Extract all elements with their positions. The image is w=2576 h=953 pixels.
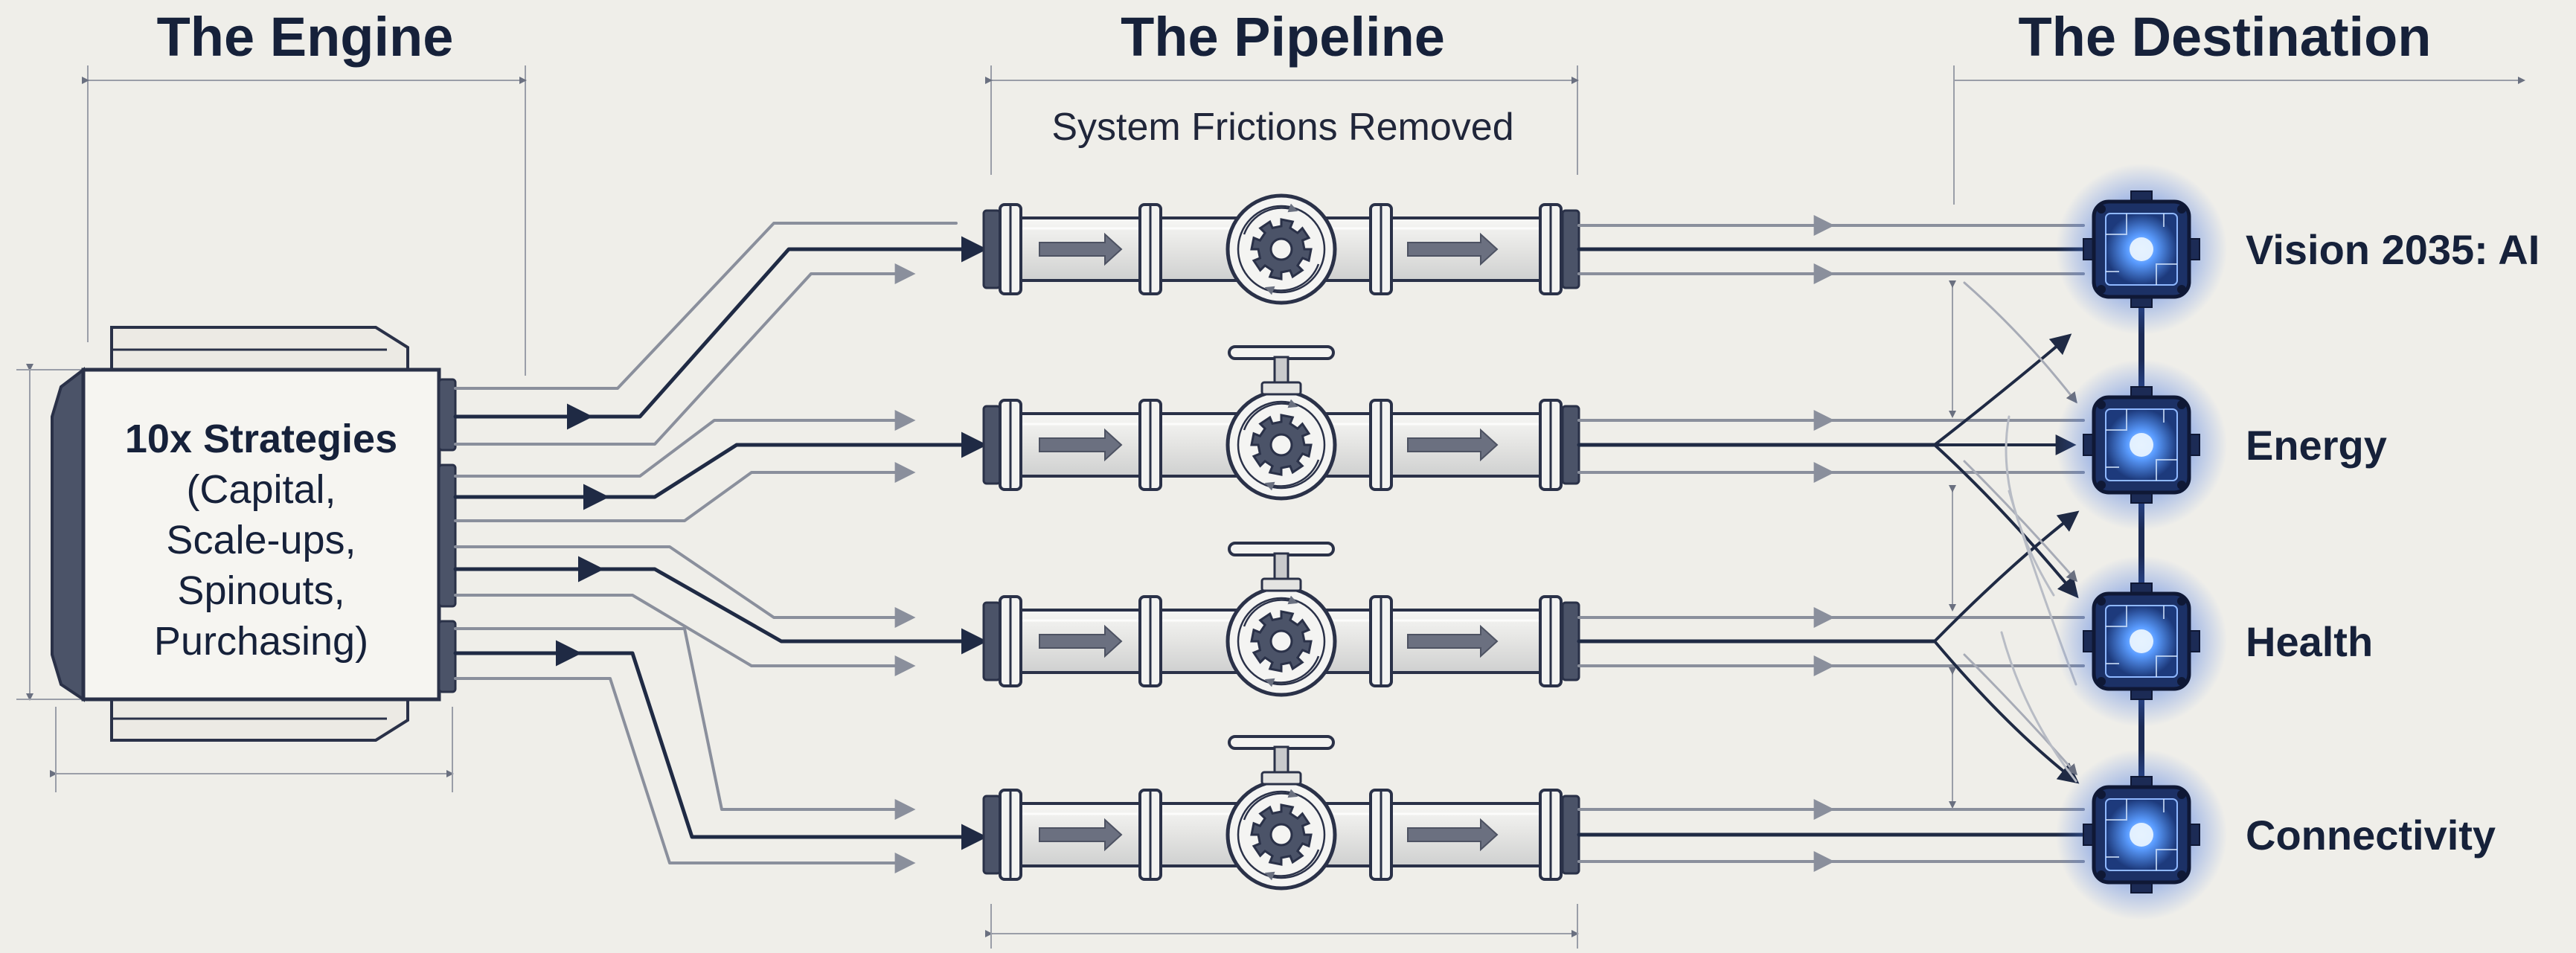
engine-strategy-line: Scale-ups, [166, 518, 356, 562]
gear-icon [1225, 585, 1337, 697]
flow-arrow-icon [1407, 428, 1499, 462]
flow-arrow-icon [1039, 624, 1123, 658]
destination-nodes [2056, 164, 2227, 920]
engine-connectors [453, 222, 987, 873]
pipe-end-cap [1561, 405, 1580, 485]
flow-arrow-icon [1407, 232, 1499, 266]
pipe-4 [982, 735, 1580, 891]
destination-label-health: Health [2246, 618, 2373, 665]
destination-title: The Destination [2018, 6, 2431, 68]
chip-node-icon [2056, 164, 2227, 335]
chip-node-icon [2056, 749, 2227, 920]
dimension-lines [16, 65, 2525, 949]
engine-strategy-line: Purchasing) [154, 619, 368, 664]
engine-strategy-line: Spinouts, [177, 568, 345, 613]
flow-arrow-icon [1039, 232, 1123, 266]
gear-icon [1225, 193, 1337, 305]
destination-label-connectivity: Connectivity [2246, 812, 2496, 859]
flow-arrow-icon [1407, 624, 1499, 658]
pipe-3 [982, 542, 1580, 697]
pipeline-subtitle: System Frictions Removed [1051, 106, 1513, 149]
engine-title: The Engine [157, 6, 454, 68]
valve-handle-icon [1228, 542, 1335, 592]
pipe-2 [982, 345, 1580, 501]
pipe-end-cap [1561, 795, 1580, 875]
flow-arrow-icon [1039, 818, 1123, 852]
flow-arrow-icon [1039, 428, 1123, 462]
pipe-end-cap [982, 209, 1002, 289]
valve-handle-icon [1228, 345, 1335, 396]
pipeline-title: The Pipeline [1121, 6, 1445, 68]
pipe-end-cap [1561, 209, 1580, 289]
chip-node-icon [2056, 556, 2227, 727]
destination-label-ai: Vision 2035: AI [2246, 226, 2540, 273]
destination-connectors [1577, 215, 2086, 872]
chip-node-icon [2056, 359, 2227, 530]
engine-block: 10x Strategies (Capital, Scale-ups, Spin… [51, 326, 457, 742]
pipe-end-cap [982, 405, 1002, 485]
pipe-1 [982, 193, 1580, 305]
pipe-end-cap [982, 601, 1002, 681]
destination-label-energy: Energy [2246, 422, 2387, 469]
gear-icon [1225, 389, 1337, 501]
engine-strategy-heading: 10x Strategies [125, 417, 397, 461]
gear-icon [1225, 779, 1337, 891]
engine-strategy-line: (Capital, [186, 467, 336, 512]
pipe-end-cap [1561, 601, 1580, 681]
pipe-end-cap [982, 795, 1002, 875]
flow-arrow-icon [1407, 818, 1499, 852]
valve-handle-icon [1228, 735, 1335, 786]
pipes [982, 193, 1580, 891]
